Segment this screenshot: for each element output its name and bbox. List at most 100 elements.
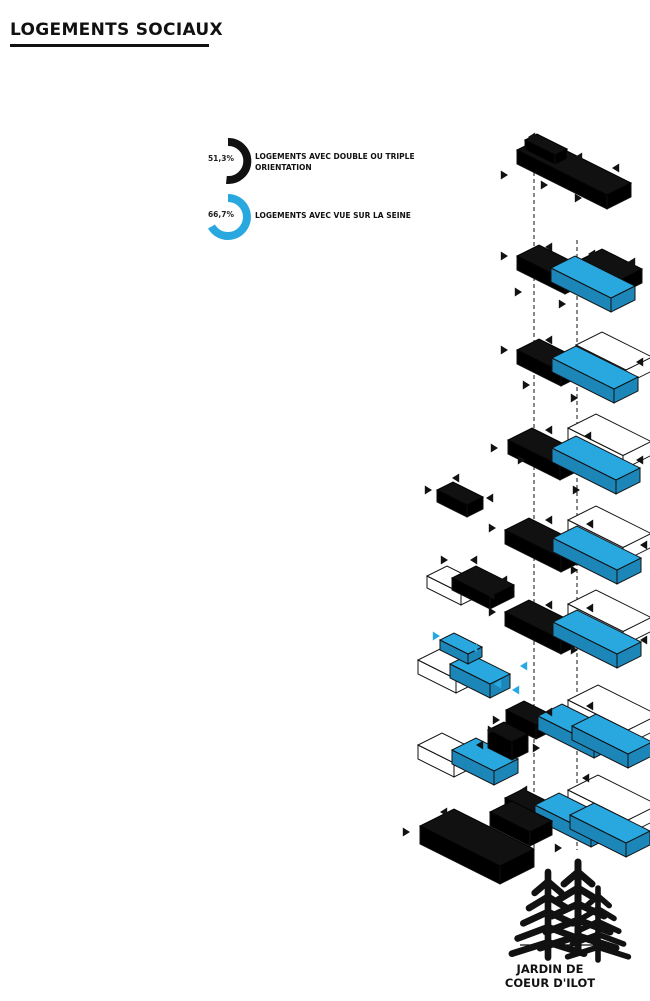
- orientation-arrow-icon: [586, 519, 594, 529]
- orientation-arrow-icon: [584, 431, 592, 441]
- block-top-face: [418, 808, 536, 867]
- block-top-face: [550, 435, 642, 481]
- orientation-arrow-icon: [508, 847, 516, 857]
- building-block: [486, 721, 530, 761]
- orientation-arrow-icon: [572, 485, 580, 495]
- orientation-arrow-icon: [532, 743, 540, 753]
- stat-percentage: 66,7%: [207, 210, 234, 219]
- block-top-face: [486, 721, 530, 743]
- building-block: [549, 255, 637, 313]
- orientation-arrow-icon: [640, 540, 648, 550]
- building-block: [550, 435, 642, 495]
- building-block: [523, 133, 569, 166]
- block-top-face: [574, 331, 650, 371]
- orientation-arrows: [402, 132, 648, 857]
- tree-branch: [514, 923, 582, 942]
- building-block: [450, 565, 516, 610]
- orientation-arrow-icon: [612, 163, 620, 173]
- orientation-arrow-icon: [487, 725, 495, 735]
- orientation-arrow-icon: [582, 773, 590, 783]
- tree-branch: [564, 944, 632, 960]
- block-top-face: [450, 565, 516, 598]
- tree-branch: [569, 931, 627, 947]
- orientation-arrow-icon: [487, 590, 495, 600]
- orientation-arrow-icon: [570, 393, 578, 403]
- orientation-arrow-icon: [494, 679, 502, 689]
- orientation-arrow-icon: [586, 603, 594, 613]
- orientation-arrow-icon: [570, 645, 578, 655]
- orientation-arrow-icon: [558, 299, 566, 309]
- stat-ring-arc: [226, 137, 252, 184]
- orientation-arrow-icon: [628, 257, 636, 267]
- orientation-arrow-icon: [636, 357, 644, 367]
- orientation-arrow-icon: [540, 180, 548, 190]
- orientation-arrow-icon: [424, 485, 432, 495]
- block-top-face: [568, 802, 650, 844]
- orientation-arrow-icon: [500, 345, 508, 355]
- orientation-arrow-icon: [575, 152, 583, 162]
- garden-trees: [508, 858, 632, 963]
- tree-branch: [574, 918, 622, 935]
- stat-percentage: 51,3%: [207, 154, 234, 163]
- block-top-face: [488, 800, 554, 833]
- title-underline: [10, 44, 209, 47]
- block-top-face: [551, 609, 643, 655]
- block-top-face: [566, 413, 650, 457]
- orientation-arrow-icon: [512, 685, 520, 695]
- building-block: [570, 713, 650, 769]
- orientation-arrow-icon: [500, 251, 508, 261]
- tree-branch: [583, 893, 613, 909]
- block-top-face: [435, 481, 485, 506]
- orientation-arrow-icon: [545, 242, 553, 252]
- building-block: [418, 808, 536, 885]
- stat-ring-arc: [208, 194, 251, 240]
- orientation-arrow-icon: [574, 193, 582, 203]
- block-top-face: [550, 345, 640, 390]
- stat-label: LOGEMENTS AVEC VUE SUR LA SEINE: [255, 211, 411, 220]
- building-block: [551, 609, 643, 669]
- building-block: [568, 802, 650, 858]
- stat-label: LOGEMENTS AVEC DOUBLE OU TRIPLE ORIENTAT…: [255, 152, 415, 172]
- garden-label: JARDIN DE COEUR D'ILOT: [500, 962, 600, 990]
- building-block: [550, 345, 640, 404]
- garden-label-line2: COEUR D'ILOT: [504, 976, 596, 990]
- orientation-arrow-icon: [514, 287, 522, 297]
- orientation-arrow-icon: [470, 555, 478, 565]
- block-top-face: [566, 589, 650, 633]
- tree-branch: [560, 868, 596, 888]
- orientation-arrow-icon: [488, 523, 496, 533]
- orientation-arrow-icon: [520, 785, 528, 795]
- orientation-arrow-icon: [432, 631, 440, 641]
- orientation-arrow-icon: [528, 132, 536, 142]
- block-top-face: [551, 525, 643, 571]
- orientation-arrow-icon: [588, 249, 596, 259]
- tree-branch: [531, 878, 565, 897]
- block-top-face: [450, 737, 520, 772]
- orientation-arrow-icon: [570, 565, 578, 575]
- orientation-arrow-icon: [402, 827, 410, 837]
- orientation-arrow-icon: [545, 515, 553, 525]
- orientation-arrow-icon: [440, 807, 448, 817]
- building-blocks: [416, 133, 650, 885]
- orientation-arrow-icon: [520, 661, 528, 671]
- orientation-arrow-icon: [500, 575, 508, 585]
- orientation-arrow-icon: [517, 455, 525, 465]
- tree-branch: [536, 932, 620, 952]
- orientation-arrow-icon: [440, 555, 448, 565]
- building-block: [488, 800, 554, 847]
- building-block: [435, 481, 485, 518]
- orientation-arrow-icon: [545, 600, 553, 610]
- orientation-arrow-icon: [486, 493, 494, 503]
- orientation-arrow-icon: [488, 607, 496, 617]
- orientation-arrow-icon: [470, 643, 478, 653]
- block-top-face: [566, 505, 650, 549]
- orientation-arrow-icon: [476, 740, 484, 750]
- building-block: [450, 737, 520, 786]
- orientation-arrow-icon: [492, 715, 500, 725]
- orientation-arrow-icon: [522, 380, 530, 390]
- orientation-arrow-icon: [640, 635, 648, 645]
- building-block: [551, 525, 643, 585]
- orientation-arrow-icon: [554, 843, 562, 853]
- stat-rings: [208, 137, 252, 240]
